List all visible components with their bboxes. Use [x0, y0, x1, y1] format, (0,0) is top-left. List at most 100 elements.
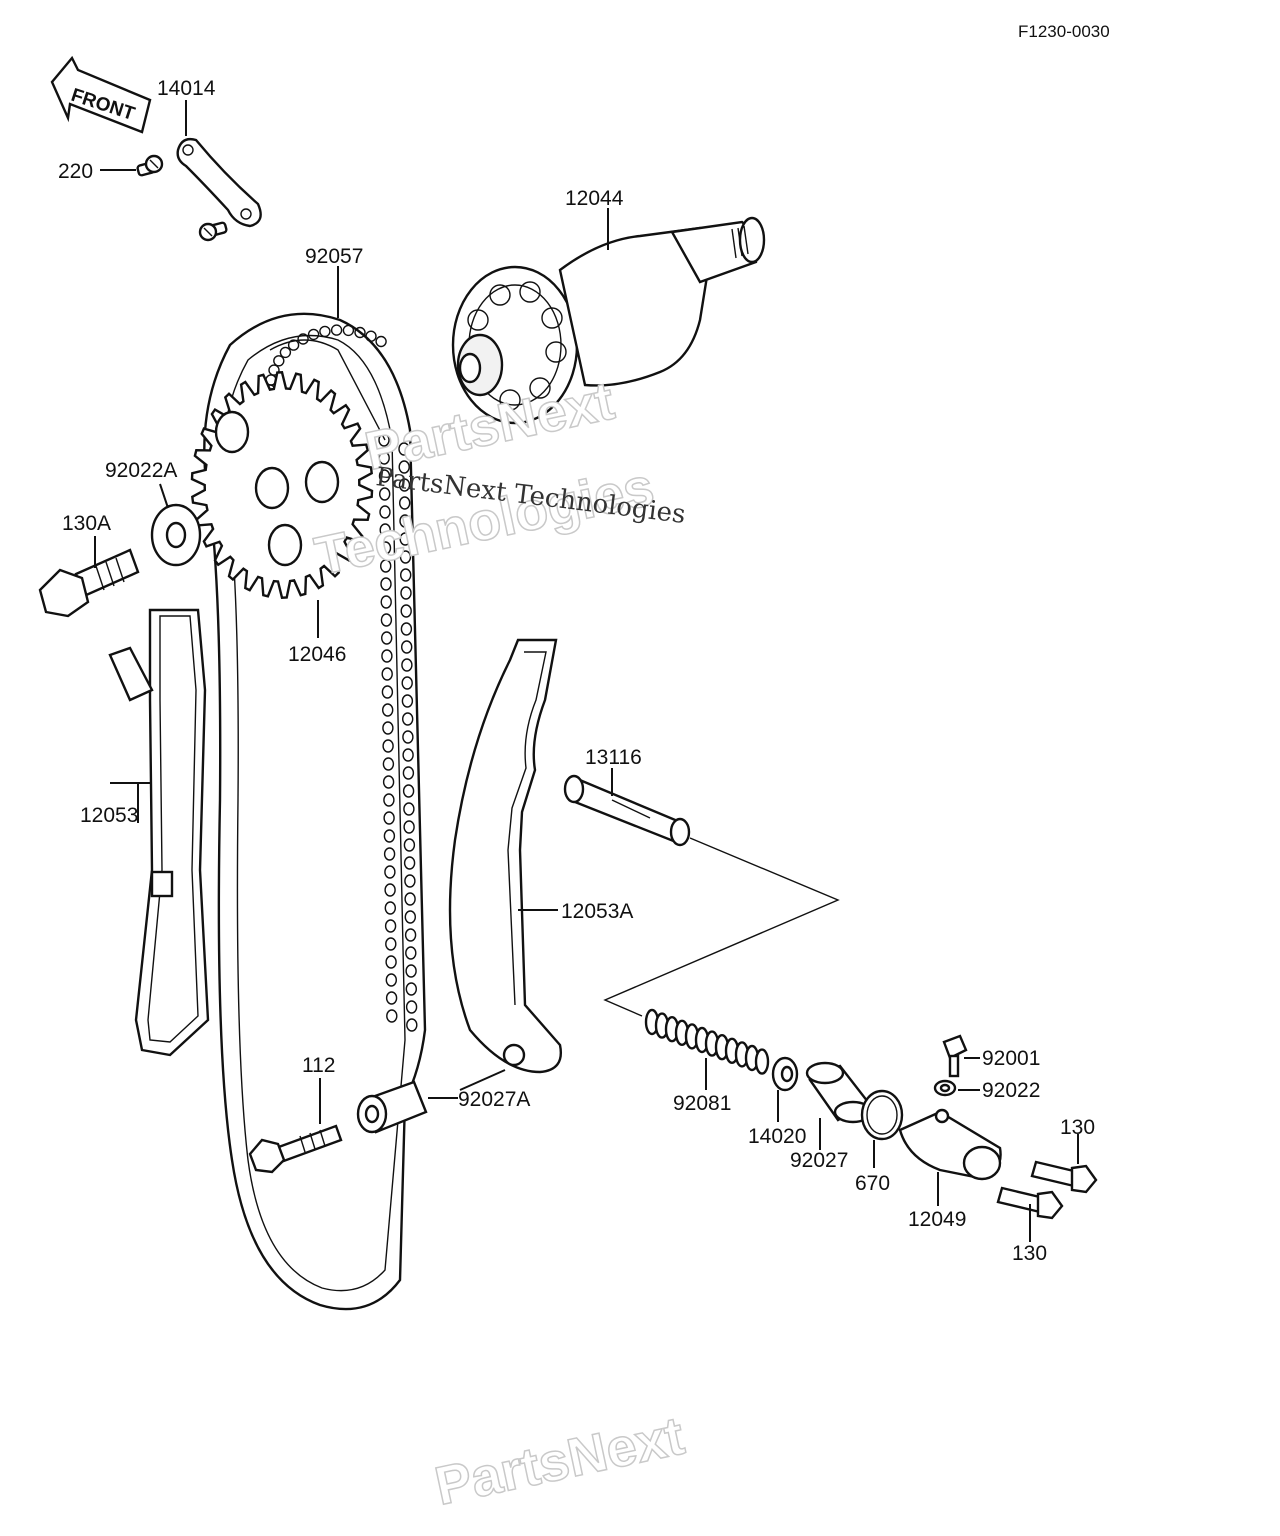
retainer-14020 [771, 1056, 799, 1092]
chain-link [273, 355, 285, 367]
chain-link [401, 676, 413, 690]
chain-link [342, 324, 355, 337]
chain-link [405, 1000, 418, 1014]
chain-link [378, 433, 390, 447]
chain-link [404, 892, 416, 906]
chain-link [401, 658, 413, 672]
chain-link [379, 523, 391, 537]
label-12046: 12046 [288, 643, 346, 666]
chain-link [400, 622, 413, 636]
chain-link [382, 703, 394, 717]
chain-link [379, 487, 391, 501]
chain-link [380, 595, 392, 609]
o-ring-670 [860, 1089, 904, 1141]
chain-link [382, 775, 395, 789]
label-130A: 130A [62, 512, 111, 535]
chain-link [383, 811, 395, 825]
label-130-lower: 130 [1012, 1242, 1047, 1265]
chain-link [405, 946, 417, 960]
spring-coil [754, 1048, 770, 1075]
watermark-bottom: PartsNext [430, 1406, 689, 1517]
label-92057: 92057 [305, 245, 363, 268]
chain-link [402, 712, 414, 726]
chain-link [402, 766, 415, 780]
label-92001: 92001 [982, 1047, 1040, 1070]
label-130-upper: 130 [1060, 1116, 1095, 1139]
label-12053A: 12053A [561, 900, 633, 923]
chain-tensioner-arm [448, 638, 562, 1074]
label-92022: 92022 [982, 1079, 1040, 1102]
label-12053: 12053 [80, 804, 138, 827]
chain-link [379, 505, 391, 519]
chain-link [406, 1018, 418, 1032]
chain-link [404, 874, 416, 888]
bolt-130-lower [996, 1186, 1064, 1220]
tensioner-body-12049 [898, 1108, 1002, 1181]
label-670: 670 [855, 1172, 890, 1195]
chain-link [405, 982, 417, 996]
chain-link [380, 577, 392, 591]
front-arrow-icon: FRONT [50, 55, 152, 134]
chain-link [381, 667, 393, 681]
label-92027: 92027 [790, 1149, 848, 1172]
chain-link [402, 748, 414, 762]
chain-link [400, 604, 412, 618]
chain-link [403, 856, 416, 870]
chain-link [383, 829, 396, 843]
chain-link [384, 919, 397, 933]
label-13116: 13116 [585, 746, 642, 769]
chain-link [398, 478, 411, 492]
chain-link [402, 730, 414, 744]
label-92022A: 92022A [105, 459, 177, 482]
chain-link [405, 964, 417, 978]
washer-92022A [150, 503, 202, 567]
chain-link [399, 532, 411, 546]
chain-link [399, 514, 411, 528]
chain-link [330, 324, 343, 336]
cam-sprocket [190, 371, 374, 599]
chain-link [307, 328, 320, 341]
label-14020: 14020 [748, 1125, 806, 1148]
chain-link [404, 928, 417, 942]
screw-220 [136, 154, 164, 177]
chain-link [297, 333, 309, 345]
label-112: 112 [302, 1054, 335, 1077]
chain-link [380, 613, 393, 627]
chain-guide-12053 [108, 608, 210, 1057]
chain-link [381, 649, 393, 663]
reference-code: F1230-0030 [1018, 22, 1110, 41]
chain-link [385, 937, 397, 951]
chain-link [403, 838, 416, 852]
bolt-92001 [942, 1034, 968, 1078]
screw-220-second [198, 221, 228, 242]
chain-link [398, 460, 410, 474]
label-12044: 12044 [565, 187, 624, 210]
chain-link [375, 335, 387, 348]
label-220: 220 [58, 160, 93, 183]
chain-link [400, 586, 412, 600]
camshaft [451, 216, 766, 425]
tensioner-spring [644, 1008, 770, 1075]
chain-link [279, 346, 292, 359]
label-92027A: 92027A [458, 1088, 530, 1111]
chain-link [401, 640, 413, 654]
chain-link [383, 793, 395, 807]
chain-link [403, 802, 415, 816]
camshaft-cap-bracket [176, 137, 262, 228]
chain-link [384, 883, 396, 897]
chain-link [380, 559, 392, 573]
label-92081: 92081 [673, 1092, 731, 1115]
pivot-pin-13116 [563, 774, 691, 847]
label-14014: 14014 [157, 77, 216, 100]
chain-link [403, 820, 415, 834]
chain-link [401, 694, 414, 708]
chain-link [404, 910, 416, 924]
chain-link [365, 330, 377, 342]
chain-link [378, 451, 390, 465]
bolt-130-upper [1030, 1160, 1098, 1194]
cam-chain-links [264, 324, 418, 1032]
chain-link [385, 973, 397, 987]
label-12049: 12049 [908, 1208, 966, 1231]
chain-link [384, 865, 396, 879]
chain-link [382, 739, 394, 753]
